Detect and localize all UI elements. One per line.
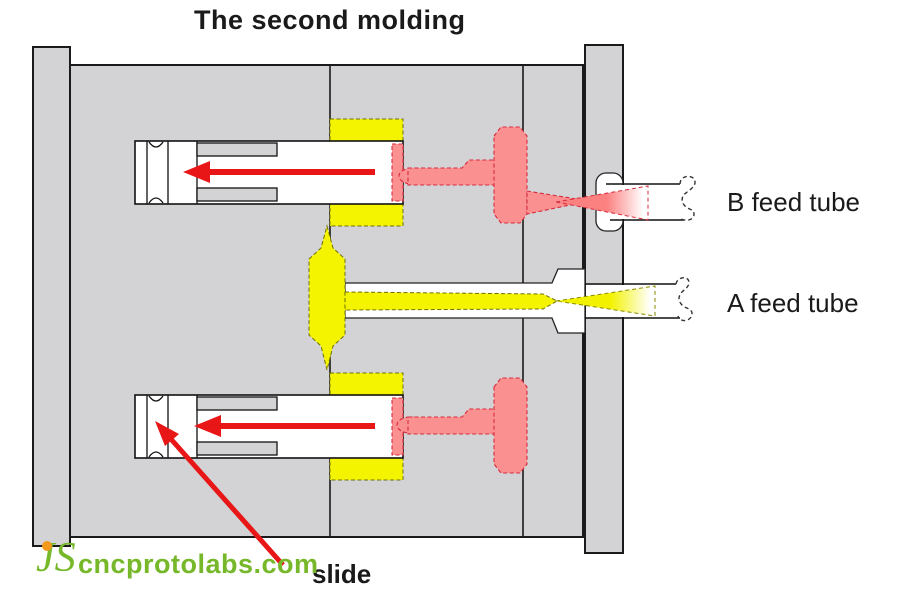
bottom-first-shot-part-lower: [329, 457, 404, 481]
diagram-title: The second molding: [194, 5, 466, 35]
a-sprue-spindle: [308, 224, 346, 371]
top-flow-arrow-head-icon: [183, 161, 210, 183]
material-b-runner-system: [396, 126, 649, 474]
top-first-shot-part-lower: [329, 203, 404, 227]
slide-pointer-shaft: [168, 436, 285, 567]
a-feed-tube-label: A feed tube: [727, 288, 859, 318]
watermark: JS cncprotolabs.com: [36, 535, 318, 581]
bottom-slide-notch-upper: [148, 395, 164, 402]
b-feed-tube-label: B feed tube: [727, 187, 860, 217]
flow-arrows: [155, 161, 375, 567]
a-nozzle-melt-cone: [555, 285, 656, 317]
top-slide-notch-upper: [148, 141, 164, 148]
top-core-band-lower: [196, 187, 278, 202]
bottom-slide-notch-lower: [148, 451, 164, 458]
top-b-sprue-bar: [493, 126, 528, 224]
top-slide-notch-lower: [148, 197, 164, 204]
bottom-b-sprue-bar: [493, 377, 528, 474]
left-clamp-plate: [32, 46, 71, 547]
bottom-core-band-upper: [196, 396, 278, 411]
slide-label: slide: [312, 559, 372, 589]
b-nozzle-melt-cone: [555, 185, 649, 221]
top-first-shot-part-upper: [329, 118, 404, 142]
a-feed-tube-end-cap: [675, 277, 693, 322]
slide-pointer-head-icon: [155, 421, 179, 446]
a-main-runner: [344, 291, 559, 311]
b-feed-tube-end-cap: [679, 175, 696, 221]
top-core-band-upper: [196, 142, 278, 157]
watermark-logo-dot-icon: [42, 541, 52, 551]
material-a-runner-system: [308, 224, 656, 371]
bottom-flow-arrow-head-icon: [194, 415, 221, 437]
bottom-core-band-lower: [196, 441, 278, 456]
watermark-logo: JS: [36, 535, 76, 581]
bottom-first-shot-part-upper: [329, 372, 404, 396]
watermark-site-text: cncprotolabs.com: [78, 549, 319, 579]
